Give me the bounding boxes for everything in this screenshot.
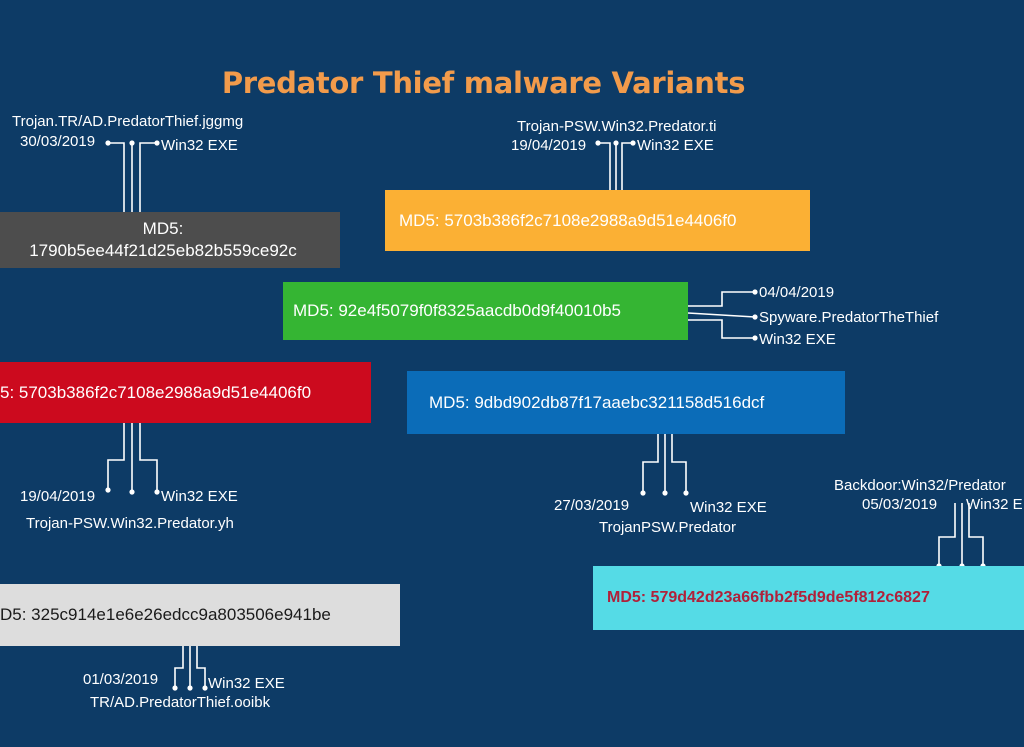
md5-text-v7: D5: 325c914e1e6e26edcc9a803506e941be: [0, 605, 331, 624]
malware-name-v1: Trojan.TR/AD.PredatorThief.jggmg: [12, 113, 244, 130]
connector-v7: [172, 646, 208, 691]
date-v2: 19/04/2019: [511, 137, 587, 154]
malware-name-v5: TrojanPSW.Predator: [599, 519, 736, 536]
md5-text-v2: MD5: 5703b386f2c7108e2988a9d51e4406f0: [399, 210, 737, 230]
md5-box-v2: MD5: 5703b386f2c7108e2988a9d51e4406f0: [385, 190, 810, 251]
date-v3: 04/04/2019: [759, 284, 835, 301]
md5-box-v1: MD5: 1790b5ee44f21d25eb82b559ce92c: [0, 212, 340, 268]
connector-v5: [640, 434, 689, 496]
malware-name-v6: Backdoor:Win32/Predator: [834, 477, 1006, 494]
md5-text-v6: MD5: 579d42d23a66fbb2f5d9de5f812c6827: [607, 589, 930, 606]
date-v1: 30/03/2019: [20, 133, 96, 150]
md5-text-v1: MD5: 1790b5ee44f21d25eb82b559ce92c: [29, 219, 297, 260]
filetype-v5: Win32 EXE: [690, 499, 767, 516]
filetype-v6: Win32 E: [966, 496, 1023, 513]
md5-box-v5: MD5: 9dbd902db87f17aaebc321158d516dcf: [407, 371, 845, 434]
date-v5: 27/03/2019: [554, 497, 630, 514]
filetype-v2: Win32 EXE: [637, 137, 714, 154]
connector-v1: [105, 140, 160, 212]
md5-box-v7: D5: 325c914e1e6e26edcc9a803506e941be: [0, 584, 400, 646]
date-v7: 01/03/2019: [83, 671, 159, 688]
md5-text-v4: 5: 5703b386f2c7108e2988a9d51e4406f0: [0, 382, 312, 402]
connector-v4: [105, 423, 160, 495]
connector-v2: [595, 140, 636, 190]
connector-v3: [687, 289, 758, 341]
malware-name-v2: Trojan-PSW.Win32.Predator.ti: [517, 118, 717, 135]
malware-name-v7: TR/AD.PredatorThief.ooibk: [90, 694, 271, 711]
md5-text-v5: MD5: 9dbd902db87f17aaebc321158d516dcf: [429, 392, 765, 412]
date-v4: 19/04/2019: [20, 488, 96, 505]
diagram-title: Predator Thief malware Variants: [221, 66, 746, 100]
filetype-v3: Win32 EXE: [759, 331, 836, 348]
date-v6: 05/03/2019: [862, 496, 938, 513]
filetype-v1: Win32 EXE: [161, 137, 238, 154]
malware-name-v3: Spyware.PredatorTheThief: [759, 309, 939, 326]
malware-name-v4: Trojan-PSW.Win32.Predator.yh: [26, 515, 234, 532]
md5-box-v6: MD5: 579d42d23a66fbb2f5d9de5f812c6827: [593, 566, 1024, 630]
md5-box-v4: 5: 5703b386f2c7108e2988a9d51e4406f0: [0, 362, 371, 423]
md5-box-v3: MD5: 92e4f5079f0f8325aacdb0d9f40010b5: [283, 282, 688, 340]
filetype-v7: Win32 EXE: [208, 675, 285, 692]
md5-text-v3: MD5: 92e4f5079f0f8325aacdb0d9f40010b5: [293, 301, 622, 320]
filetype-v4: Win32 EXE: [161, 488, 238, 505]
